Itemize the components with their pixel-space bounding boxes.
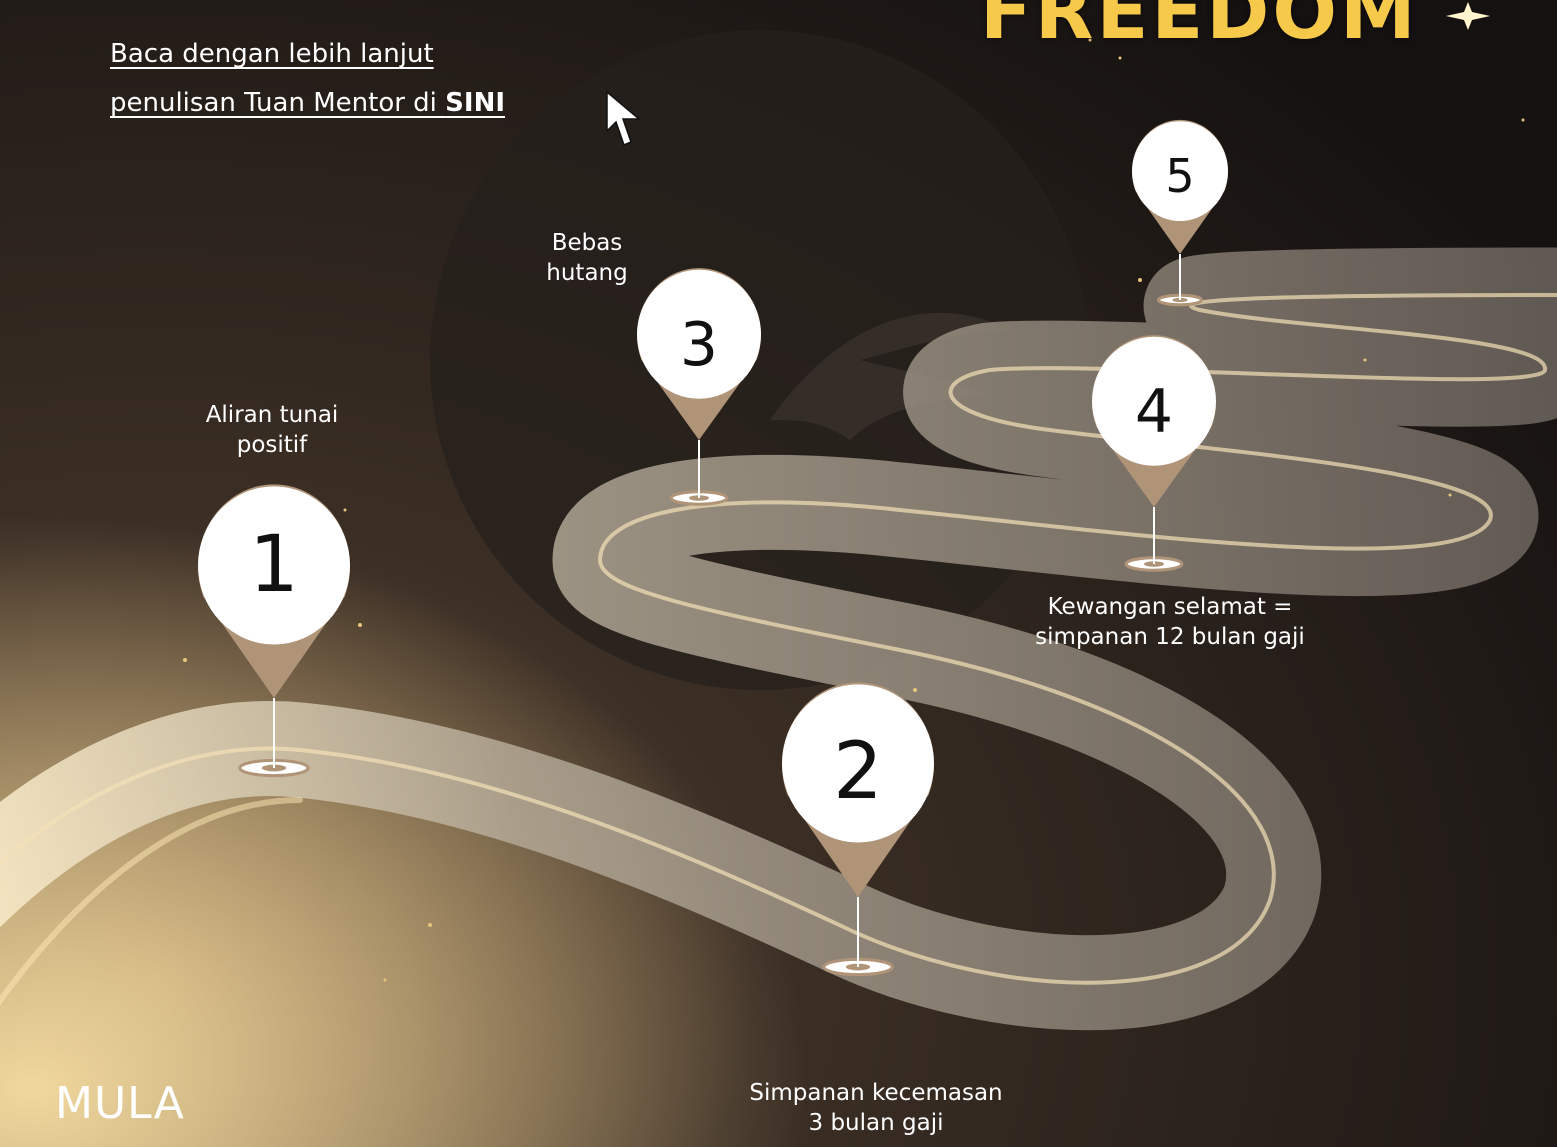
location-pin-icon [198,484,350,778]
link-line-2: penulisan Tuan Mentor di [110,88,446,118]
location-pin-icon [1092,335,1216,572]
sparkle-star-icon [1446,2,1490,30]
pin-5-number: 5 [1165,149,1195,203]
sparkles [183,38,1525,982]
location-pin-icon [637,268,761,506]
pin-2-number: 2 [833,727,883,817]
milestone-3-label: Bebas hutang [546,230,628,286]
link-here[interactable]: SINI [445,88,506,118]
location-pin-icon [1132,119,1228,307]
cursor-arrow-icon [606,90,642,147]
milestone-1-label: Aliran tunai positif [205,402,339,458]
link-line-1: Baca dengan lebih lanjut [110,39,434,69]
read-more-link[interactable]: Baca dengan lebih lanjut penulisan Tuan … [110,30,505,128]
start-label: MULA [55,1078,185,1129]
location-pin-icon [782,682,934,977]
milestone-4-label: Kewangan selamat = simpanan 12 bulan gaj… [1035,594,1305,650]
pin-3-number: 3 [679,310,719,380]
pin-4-number: 4 [1134,377,1174,447]
winding-road [0,247,1557,1031]
pin-1-number: 1 [249,520,299,610]
milestone-2-label: Simpanan kecemasan 3 bulan gaji [749,1080,1003,1136]
page-title: FREEDOM [980,0,1419,56]
